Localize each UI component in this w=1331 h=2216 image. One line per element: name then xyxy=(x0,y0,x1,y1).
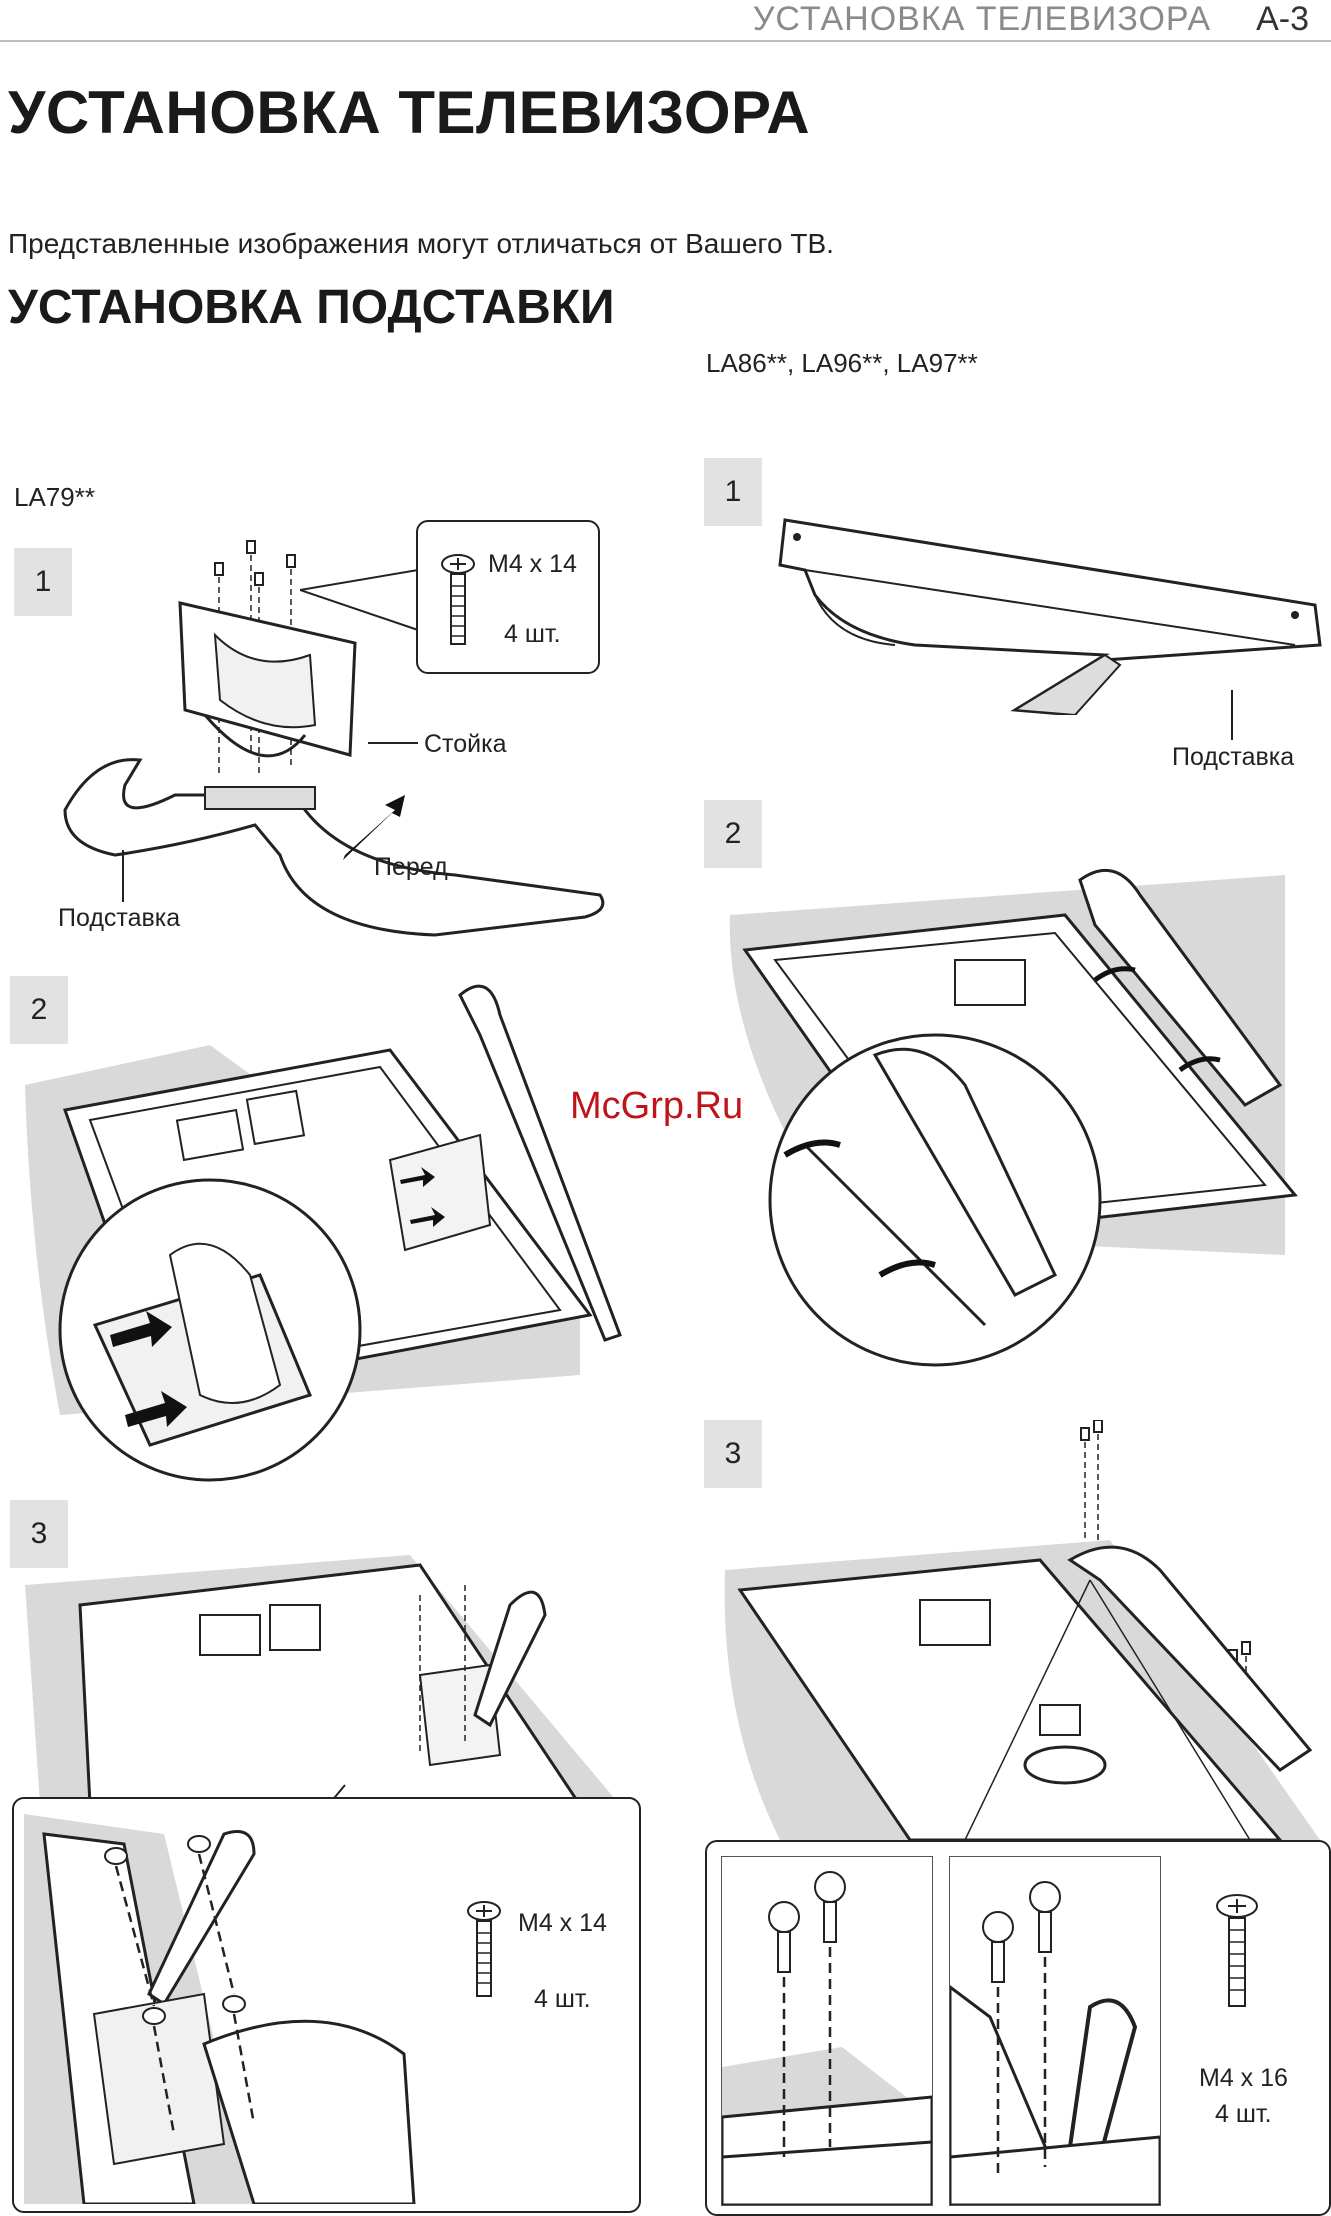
left-step3-detail-box: M4 x 14 4 шт. xyxy=(12,1797,641,2213)
left-screw-size: M4 x 14 xyxy=(488,550,577,579)
label-base-left: Подставка xyxy=(58,904,180,933)
left-screw-qty: 4 шт. xyxy=(504,620,561,649)
right-step3-illustration xyxy=(720,1420,1330,1840)
right-detail-panel-b xyxy=(949,1856,1161,2206)
right-detail-screw-qty: 4 шт. xyxy=(1215,2100,1272,2129)
page-number: A-3 xyxy=(1256,0,1309,39)
left-step3-illustration xyxy=(20,1545,630,1815)
left-screw-callout-box: M4 x 14 4 шт. xyxy=(416,520,600,674)
right-detail-panel-a xyxy=(721,1856,933,2206)
page-title: УСТАНОВКА ТЕЛЕВИЗОРА xyxy=(8,78,810,147)
right-base-leader xyxy=(1231,690,1233,740)
right-detail-a-illustration xyxy=(722,1857,932,2205)
left-model-label: LA79** xyxy=(14,482,95,513)
disclaimer-note: Представленные изображения могут отличат… xyxy=(8,228,834,260)
right-step2-illustration xyxy=(725,855,1330,1375)
left-screw-callout-pointer xyxy=(300,560,420,650)
right-step1-illustration xyxy=(775,515,1325,715)
screw-icon xyxy=(1212,1892,1262,2012)
screw-icon xyxy=(464,1899,504,2009)
header-section-title: УСТАНОВКА ТЕЛЕВИЗОРА xyxy=(753,0,1211,39)
right-step-1-badge: 1 xyxy=(704,458,762,526)
section-title: УСТАНОВКА ПОДСТАВКИ xyxy=(8,280,615,335)
right-detail-b-illustration xyxy=(950,1857,1160,2205)
base-leader xyxy=(122,850,124,902)
right-detail-screw-size: M4 x 16 xyxy=(1199,2064,1288,2093)
label-front: Перед xyxy=(374,853,448,882)
right-step3-detail-box: M4 x 16 4 шт. xyxy=(705,1840,1331,2216)
left-step2-illustration xyxy=(20,975,640,1495)
label-base-right: Подставка xyxy=(1172,743,1294,772)
screw-icon xyxy=(438,552,478,652)
label-stand-post: Стойка xyxy=(424,730,506,759)
stand-post-leader xyxy=(368,742,418,744)
header-divider xyxy=(0,40,1331,42)
left-detail-screw-size: M4 x 14 xyxy=(518,1909,607,1938)
left-step3-detail-illustration xyxy=(24,1814,444,2204)
left-detail-screw-qty: 4 шт. xyxy=(534,1985,591,2014)
right-model-label: LA86**, LA96**, LA97** xyxy=(706,348,978,379)
